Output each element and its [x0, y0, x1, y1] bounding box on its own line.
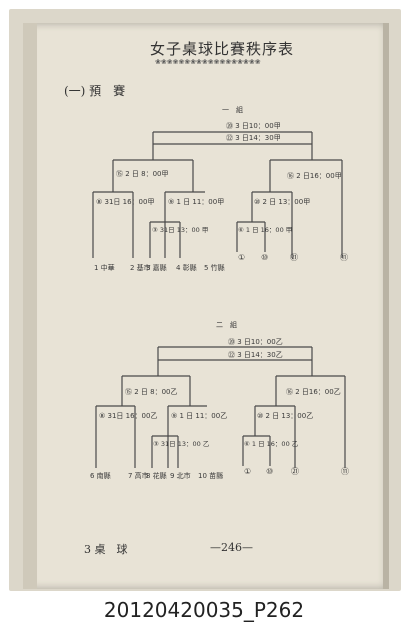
book-scan [9, 9, 401, 591]
group-1-slot-2: ⑩ [261, 253, 268, 262]
group-1-match-q1: ⑧ 31日 16：00甲 [96, 198, 154, 206]
group-1-slot-4: ⑪ [340, 253, 348, 262]
group-1-team-5: 5 竹縣 [204, 263, 225, 272]
group-2-team-2: 7 高市 [128, 471, 149, 480]
group-1-team-4: 4 彰縣 [176, 263, 197, 272]
book-spine [23, 23, 37, 589]
group-2-team-3: 8 花縣 [146, 471, 167, 480]
group-2-team-1: 6 南縣 [90, 471, 111, 480]
group-1-match-q4: ⑩ 2 日 13：00甲 [254, 198, 310, 206]
group-2-team-4: 9 北市 [170, 471, 191, 480]
group-2-match-q1: ⑧ 31日 16：00乙 [99, 412, 157, 420]
page-title: 女子桌球比賽秩序表 [150, 40, 295, 58]
group-1-match-q2: ⑨ 1 日 11：00甲 [168, 198, 224, 206]
group-2-match-q4: ⑩ 2 日 13：00乙 [257, 412, 313, 420]
group-1-right-semi: ⑯ 2 日16：00甲 [287, 172, 342, 180]
group-1-label: 一 組 [222, 105, 243, 114]
group-1-slot-3: ㉑ [290, 253, 298, 262]
group-2-match-q5: ⑥ 1 日 16：00 乙 [244, 440, 299, 448]
group-1-bracket: 一 組 ⑳ 3 日10：00甲 ㉒ 3 日14：30甲 ⑮ 2 日 8：00甲 … [92, 105, 348, 272]
group-2-match-q2: ⑨ 1 日 11：00乙 [171, 412, 227, 420]
section-heading: (一) 預 賽 [64, 84, 126, 98]
group-2-left-semi: ⑮ 2 日 8：00乙 [125, 388, 178, 396]
book-page [23, 23, 389, 589]
group-2-bracket: 二 組 ⑳ 3 日10：00乙 ㉒ 3 日14：30乙 ⑮ 2 日 8：00乙 … [90, 320, 349, 480]
group-1-left-semi: ⑮ 2 日 8：00甲 [116, 170, 169, 178]
group-1-team-2: 2 基市 [130, 263, 151, 272]
group-1-match-q3: ③ 31日 13：00 甲 [152, 226, 208, 234]
group-1-match-q5: ⑥ 1 日 16：00 甲 [238, 226, 292, 234]
title-ornament: ❀❀❀❀❀❀❀❀❀❀❀❀❀❀❀❀❀❀ [155, 58, 261, 66]
group-2-slot-2: ⑩ [266, 467, 273, 476]
group-1-final-2: ㉒ 3 日14：30甲 [226, 134, 281, 142]
group-2-slot-3: ㉑ [291, 467, 299, 476]
image-caption: 20120420035_P262 [103, 598, 305, 622]
group-2-slot-4: ⑪ [341, 467, 349, 476]
page-edge [383, 23, 389, 589]
group-1-slot-1: ① [238, 253, 245, 262]
group-2-right-semi: ⑯ 2 日16：00乙 [286, 388, 341, 396]
group-1-team-3: 3 嘉縣 [146, 263, 167, 272]
group-2-team-5: 10 苗縣 [198, 471, 223, 480]
page-number: —246— [210, 541, 253, 554]
group-2-slot-1: ① [244, 467, 251, 476]
footer-section: 3 桌 球 [84, 543, 128, 556]
group-2-final-1: ⑳ 3 日10：00乙 [228, 338, 283, 346]
group-1-team-1: 1 中華 [94, 263, 115, 272]
group-2-label: 二 組 [216, 320, 237, 329]
group-2-final-2: ㉒ 3 日14：30乙 [228, 351, 283, 359]
group-1-final-1: ⑳ 3 日10：00甲 [226, 122, 281, 130]
group-2-match-q3: ③ 31日 13：00 乙 [153, 440, 210, 448]
